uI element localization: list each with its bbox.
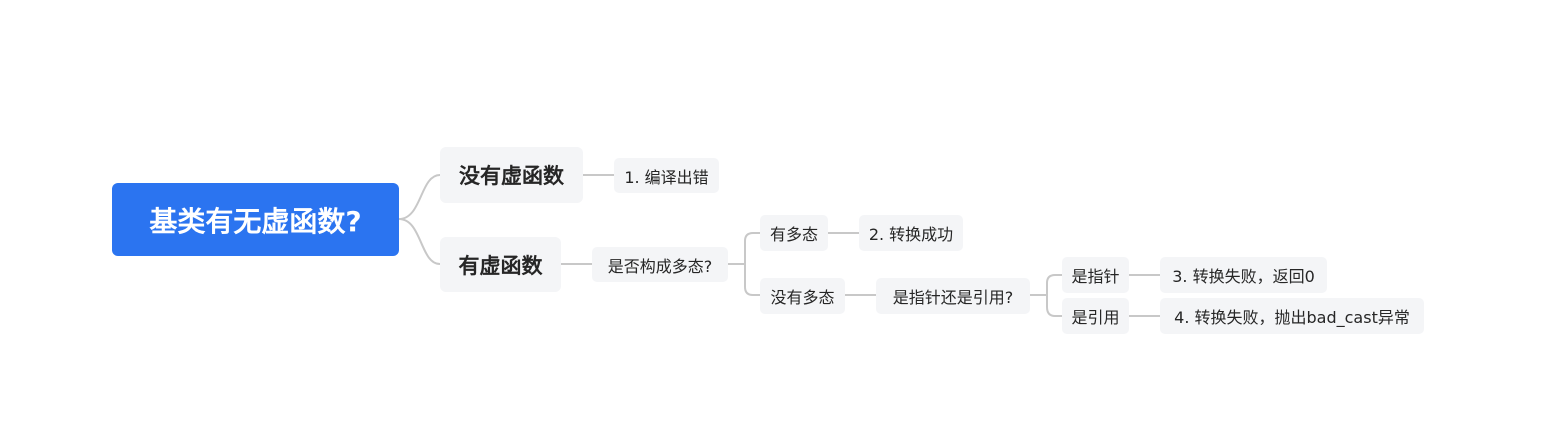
- reference-node[interactable]: 是引用: [1062, 298, 1129, 334]
- connector-root-to-no-virtual: [398, 174, 441, 220]
- has-virtual-function-node[interactable]: 有虚函数: [440, 237, 561, 292]
- root-node[interactable]: 基类有无虚函数?: [112, 183, 399, 256]
- pointer-or-reference-question-node[interactable]: 是指针还是引用?: [876, 278, 1030, 314]
- connector-pointer-reference-fork: [1030, 274, 1062, 317]
- polymorphism-question-node[interactable]: 是否构成多态?: [592, 247, 728, 282]
- pointer-node[interactable]: 是指针: [1062, 257, 1129, 293]
- no-virtual-function-node[interactable]: 没有虚函数: [440, 147, 583, 203]
- reference-failure-result-node[interactable]: 4. 转换失败，抛出bad_cast异常: [1160, 298, 1424, 334]
- connector-root-to-has-virtual: [398, 218, 441, 265]
- pointer-failure-result-node[interactable]: 3. 转换失败，返回0: [1160, 257, 1327, 293]
- conversion-success-node[interactable]: 2. 转换成功: [859, 215, 963, 251]
- polymorphic-node[interactable]: 有多态: [760, 215, 828, 251]
- connector-polymorphism-fork: [728, 232, 760, 296]
- compile-error-node[interactable]: 1. 编译出错: [614, 158, 719, 193]
- non-polymorphic-node[interactable]: 没有多态: [760, 278, 845, 314]
